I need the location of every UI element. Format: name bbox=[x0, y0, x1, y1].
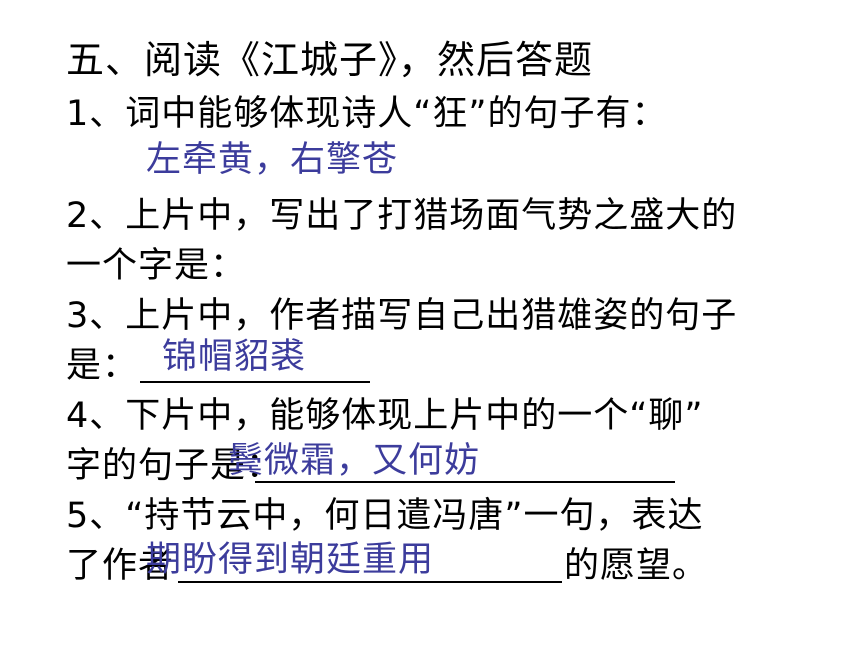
question-3-line-2: 是： bbox=[66, 346, 139, 386]
question-5-line-2-prefix: 了作者 bbox=[66, 546, 175, 586]
question-5-blank bbox=[178, 581, 562, 583]
question-5-line-2-suffix: 的愿望。 bbox=[564, 546, 709, 586]
question-3-blank bbox=[140, 381, 370, 383]
question-4-line-2: 字的句子是： bbox=[66, 446, 283, 486]
question-1-line-1: 1、词中能够体现诗人“狂”的句子有： bbox=[66, 94, 668, 134]
question-4-answer: 鬓微霜，又何妨 bbox=[228, 441, 481, 481]
question-2-line-2: 一个字是： bbox=[66, 246, 247, 286]
question-3-line-1: 3、上片中，作者描写自己出猎雄姿的句子 bbox=[66, 296, 738, 336]
question-4-blank bbox=[255, 481, 675, 483]
page-title: 五、阅读《江城子》，然后答题 bbox=[66, 38, 594, 82]
question-5-line-1: 5、“持节云中，何日遣冯唐”一句，表达 bbox=[66, 496, 704, 536]
question-1-answer: 左牵黄，右擎苍 bbox=[146, 140, 399, 180]
question-3-answer: 锦帽貂裘 bbox=[162, 337, 307, 377]
question-5-answer: 期盼得到朝廷重用 bbox=[146, 540, 435, 580]
question-4-line-1: 4、下片中，能够体现上片中的一个“聊” bbox=[66, 396, 704, 436]
question-2-line-1: 2、上片中，写出了打猎场面气势之盛大的 bbox=[66, 196, 738, 236]
